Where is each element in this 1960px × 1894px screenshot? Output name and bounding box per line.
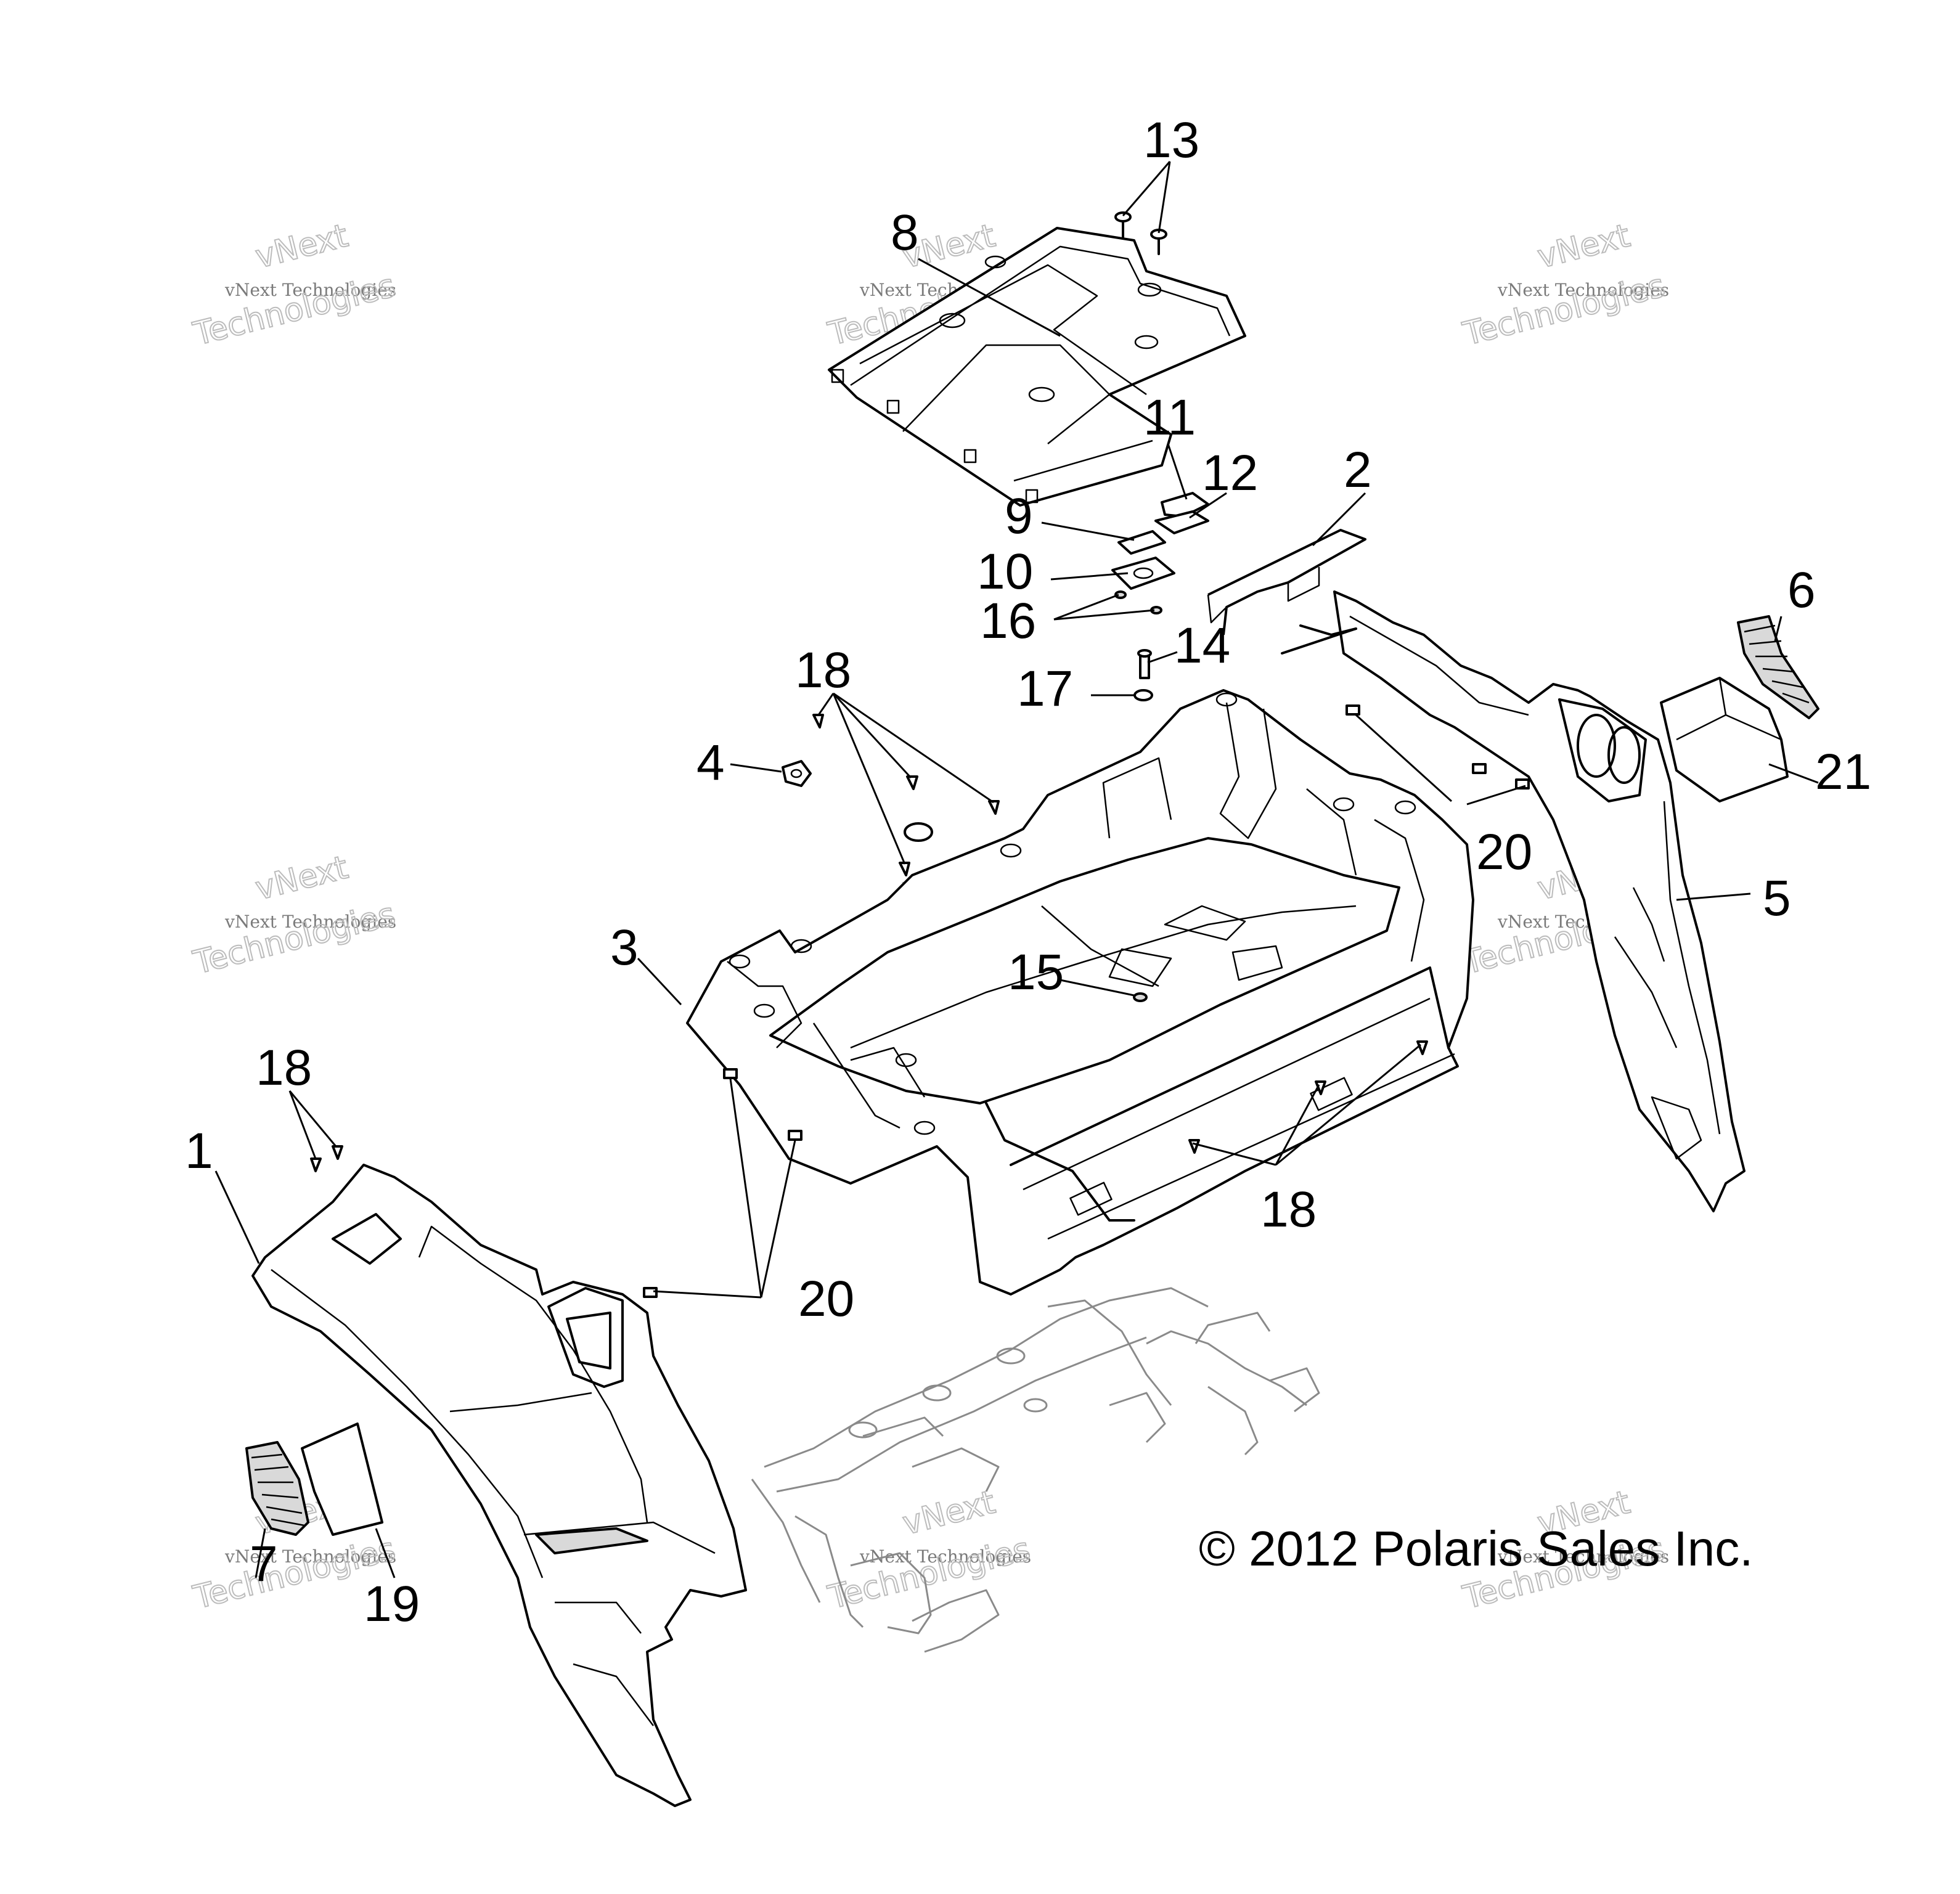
watermark-bottom-center: vNext vNext Technologies Technologies [824, 1484, 1035, 1617]
part-14-pin [1137, 649, 1152, 679]
callout-6: 6 [1787, 562, 1816, 618]
callout-20-right: 20 [1476, 824, 1532, 880]
callout-4: 4 [696, 735, 725, 791]
part-19-foam-pad [301, 1423, 383, 1536]
part-17-washer [1133, 689, 1153, 701]
callout-2: 2 [1344, 442, 1372, 498]
svg-text:vNext: vNext [252, 218, 352, 276]
part-7-grille [245, 1441, 309, 1536]
callout-18-bottom: 18 [1260, 1182, 1317, 1238]
leader-lines [214, 161, 1819, 1578]
callout-15: 15 [1008, 944, 1064, 1000]
callout-20-left: 20 [798, 1271, 854, 1327]
callout-18-left: 18 [256, 1040, 312, 1096]
callout-19: 19 [364, 1576, 420, 1632]
callout-8: 8 [891, 205, 919, 261]
part-6-grille [1737, 615, 1819, 719]
part-3-cargo-box [686, 689, 1474, 1296]
part-21-foam [1660, 677, 1789, 802]
callout-1: 1 [185, 1123, 213, 1179]
callout-12: 12 [1202, 445, 1258, 501]
svg-text:vNext: vNext [252, 849, 352, 908]
part-2-bracket [1207, 529, 1366, 635]
callout-17: 17 [1017, 661, 1073, 717]
callout-18-top: 18 [795, 642, 851, 698]
callout-13: 13 [1143, 112, 1199, 168]
part-13-screws [1114, 211, 1167, 255]
callout-9: 9 [1005, 488, 1033, 544]
svg-text:vNext Technologies: vNext Technologies [224, 280, 396, 300]
part-5-right-panel [1281, 590, 1746, 1212]
svg-text:vNext: vNext [1534, 218, 1634, 276]
watermark-top-right: vNext vNext Technologies Technologies [1459, 217, 1670, 354]
copyright-notice: © 2012 Polaris Sales Inc. [1199, 1521, 1753, 1576]
part-9-gasket [1117, 530, 1166, 555]
callout-7: 7 [250, 1536, 278, 1592]
part-20-clips [643, 704, 1530, 1298]
part-18-fasteners-lower [310, 1040, 1428, 1172]
svg-text:vNext Technologies: vNext Technologies [224, 1546, 396, 1567]
part-11-latch [1161, 492, 1209, 518]
part-12-latch-plate [1154, 510, 1209, 534]
part-4-clip [782, 760, 812, 787]
part-1-left-panel [251, 1164, 747, 1807]
callout-3: 3 [610, 920, 639, 976]
part-10-latch-base [1111, 557, 1175, 590]
callout-21: 21 [1815, 744, 1871, 800]
svg-text:vNext: vNext [899, 1484, 999, 1543]
part-8-bed-cover [828, 227, 1246, 507]
callout-16: 16 [980, 593, 1036, 649]
svg-text:vNext Technologies: vNext Technologies [1497, 280, 1669, 300]
callout-5: 5 [1763, 870, 1791, 926]
callout-11: 11 [1143, 390, 1196, 446]
watermark-mid-left: vNext vNext Technologies Technologies [189, 849, 400, 982]
watermark-top-left: vNext vNext Technologies Technologies [189, 217, 400, 354]
part-15-fastener [1133, 992, 1148, 1002]
svg-text:Technologies: Technologies [190, 896, 399, 982]
svg-text:vNext Technologies: vNext Technologies [224, 912, 396, 932]
callout-10: 10 [977, 544, 1033, 600]
svg-text:vNext Technologies: vNext Technologies [1497, 1546, 1669, 1567]
frame-reference [751, 1287, 1320, 1653]
part-18-fasteners-top [812, 714, 1000, 876]
callout-14: 14 [1174, 618, 1230, 674]
